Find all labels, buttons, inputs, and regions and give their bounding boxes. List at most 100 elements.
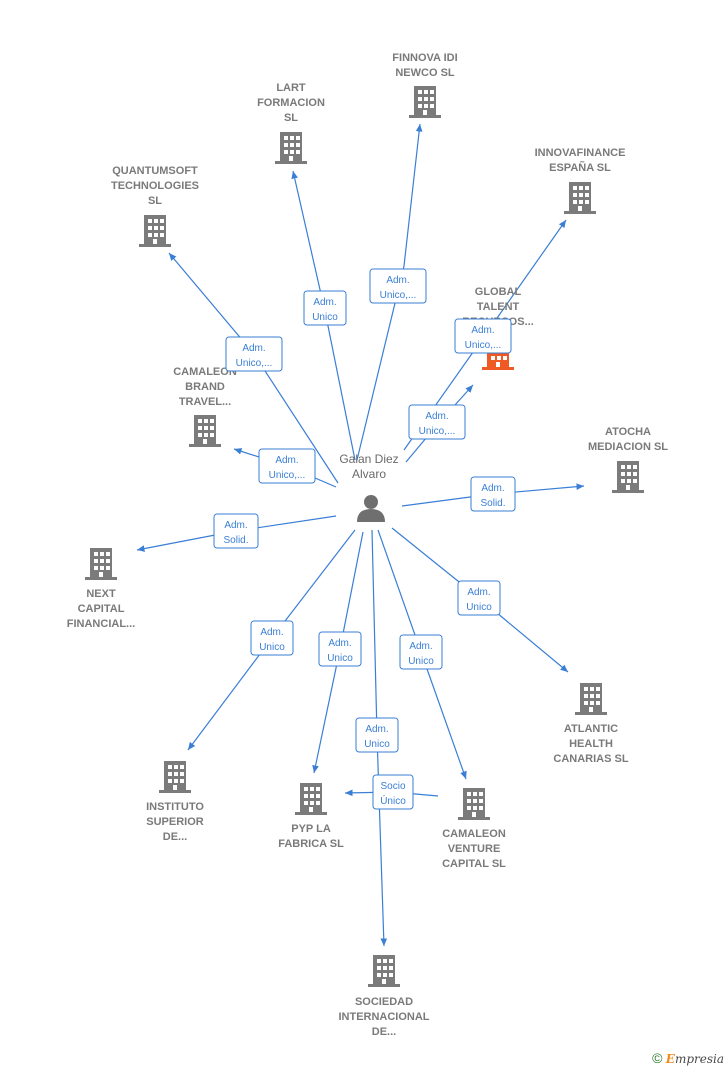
relation-label-line: Adm. <box>328 638 351 649</box>
company-label-line: INTERNACIONAL <box>338 1011 429 1023</box>
company-label-line: INSTITUTO <box>146 801 204 813</box>
company-label-line: GLOBAL <box>475 286 522 298</box>
company-label-line: DE... <box>372 1026 396 1038</box>
relation-label-line: Solid. <box>480 498 505 509</box>
company-label-line: CAMALEON <box>173 366 237 378</box>
company-label-line: NEXT <box>86 588 116 600</box>
company-label-line: MEDIACION SL <box>588 441 668 453</box>
company-label-line: FORMACION <box>257 97 325 109</box>
relation-label-instituto[interactable]: Adm. Unico <box>250 620 294 656</box>
relation-label-line: Adm. <box>386 275 409 286</box>
relation-label-line: Unico <box>466 602 492 613</box>
company-node-camaleon-venture[interactable]: CAMALEON VENTURE CAPITAL SL <box>442 788 506 870</box>
relation-label-line: Adm. <box>365 724 388 735</box>
building-icon <box>564 182 596 214</box>
building-icon <box>159 761 191 793</box>
building-icon <box>409 86 441 118</box>
company-label-line: NEWCO SL <box>395 67 455 79</box>
company-label-line: BRAND <box>185 381 225 393</box>
company-label-line: PYP LA <box>291 823 331 835</box>
company-label-line: CAPITAL <box>78 603 125 615</box>
company-label-line: INNOVAFINANCE <box>535 147 626 159</box>
relation-label-pyp[interactable]: Adm. Unico <box>318 631 362 667</box>
company-label-line: ESPAÑA SL <box>549 161 611 174</box>
relation-label-lart[interactable]: Adm. Unico <box>303 290 347 326</box>
company-label-line: ATOCHA <box>605 426 651 438</box>
relation-label-sociedad[interactable]: Adm. Unico <box>355 717 399 753</box>
relation-label-line: Unico <box>327 653 353 664</box>
relation-label-line: Adm. <box>260 627 283 638</box>
relation-label-line: Unico <box>364 739 390 750</box>
company-label-line: CAMALEON <box>442 828 506 840</box>
edge-person-to-finnova <box>356 123 423 461</box>
company-label-line: CANARIAS SL <box>553 753 628 765</box>
relation-label-finnova[interactable]: Adm. Unico,... <box>369 268 427 304</box>
company-label-line: FABRICA SL <box>278 838 344 850</box>
relation-label-line: Adm. <box>242 343 265 354</box>
company-label-line: SL <box>148 195 162 207</box>
company-label-line: ATLANTIC <box>564 723 618 735</box>
company-label-line: SUPERIOR <box>146 816 204 828</box>
relation-label-line: Único <box>380 794 406 807</box>
company-node-pyp[interactable]: PYP LA FABRICA SL <box>278 783 344 850</box>
company-label-line: DE... <box>163 831 187 843</box>
relation-label-global[interactable]: Adm. Unico,... <box>408 404 466 440</box>
company-label-line: TRAVEL... <box>179 396 231 408</box>
company-node-sociedad[interactable]: SOCIEDAD INTERNACIONAL DE... <box>338 955 430 1038</box>
relation-label-innovafinance[interactable]: Adm.Unico,... <box>454 318 512 354</box>
relation-label-atocha[interactable]: Adm. Solid. <box>470 476 516 512</box>
company-label-line: TECHNOLOGIES <box>111 180 199 192</box>
relation-label-atlantic[interactable]: Adm.Unico <box>457 580 501 616</box>
person-label-line: Alvaro <box>352 467 386 481</box>
company-label-line: CAPITAL SL <box>442 858 506 870</box>
building-icon <box>85 548 117 580</box>
person-icon <box>357 495 385 522</box>
company-label-line: VENTURE <box>448 843 501 855</box>
relation-label-camaleon-venture[interactable]: Adm. Unico <box>399 634 443 670</box>
relation-label-line: Unico <box>312 312 338 323</box>
relation-label-quantumsoft[interactable]: Adm. Unico,... <box>225 336 283 372</box>
company-node-finnova[interactable]: FINNOVA IDI NEWCO SL <box>392 52 458 118</box>
relation-label-line: Adm. <box>425 411 448 422</box>
relation-label-line: Adm. <box>313 297 336 308</box>
relation-label-camaleon-brand[interactable]: Adm. Unico,... <box>258 448 316 484</box>
relation-label-line: Unico <box>259 642 285 653</box>
empresia-logo: Empresia <box>665 1052 724 1066</box>
company-label-line: FINNOVA IDI <box>392 52 457 64</box>
company-node-innovafinance[interactable]: INNOVAFINANCE ESPAÑA SL <box>535 147 626 214</box>
relation-label-line: Unico,... <box>380 290 417 301</box>
relation-label-line: Unico,... <box>269 470 306 481</box>
building-icon <box>295 783 327 815</box>
building-icon <box>575 683 607 715</box>
relation-label-line: Adm. <box>471 325 494 336</box>
relation-label-line: Unico <box>408 656 434 667</box>
company-node-atocha[interactable]: ATOCHA MEDIACION SL <box>588 426 668 493</box>
company-node-instituto[interactable]: INSTITUTO SUPERIOR DE... <box>146 761 204 843</box>
company-label-line: SOCIEDAD <box>355 996 413 1008</box>
relation-label-line: Adm. <box>275 455 298 466</box>
building-icon <box>189 415 221 447</box>
company-node-atlantic[interactable]: ATLANTIC HEALTH CANARIAS SL <box>553 683 629 765</box>
company-node-next[interactable]: NEXT CAPITAL FINANCIAL... <box>67 548 135 630</box>
relation-label-line: Unico,... <box>236 358 273 369</box>
relation-label-line: Unico,... <box>419 426 456 437</box>
company-label-line: TALENT <box>477 301 520 313</box>
relation-label-line: Solid. <box>223 535 248 546</box>
building-icon <box>458 788 490 820</box>
copyright-symbol: © <box>652 1050 663 1066</box>
building-icon <box>612 461 644 493</box>
building-icon <box>275 132 307 164</box>
relation-label-line: Adm. <box>409 641 432 652</box>
company-label-line: FINANCIAL... <box>67 618 135 630</box>
company-label-line: HEALTH <box>569 738 613 750</box>
relation-label-next[interactable]: Adm. Solid. <box>213 513 259 549</box>
brand-footer: © Empresia <box>652 1050 724 1066</box>
relation-label-line: Adm. <box>481 483 504 494</box>
relation-label-line: Adm. <box>224 520 247 531</box>
company-node-camaleon-brand[interactable]: CAMALEON BRAND TRAVEL... <box>173 366 237 447</box>
